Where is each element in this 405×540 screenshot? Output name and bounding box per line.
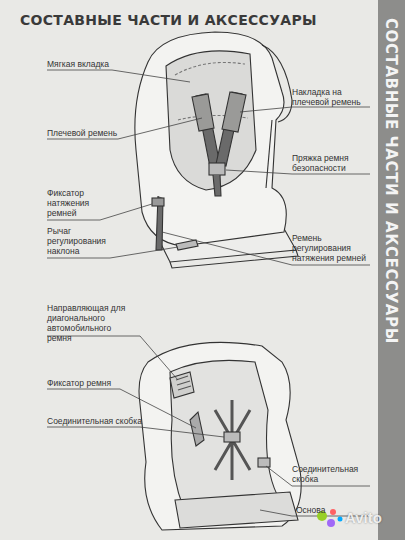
part-label: Ремень регулирования натяжения ремней (292, 233, 372, 263)
part-label: Мягкая вкладка (47, 59, 157, 69)
part-label: Пряжка ремня безопасности (292, 153, 364, 173)
part-label: Фиксатор ремня (47, 378, 157, 388)
tension-lock (152, 198, 164, 206)
logo-dot (338, 517, 343, 522)
crotch-strap (213, 175, 221, 196)
part-label: Направляющая для диагонального автомобил… (47, 303, 135, 343)
shell-inner (170, 360, 280, 512)
guide-ribs (176, 376, 191, 390)
belt-guide (170, 372, 194, 398)
leader-line (47, 389, 196, 428)
top-seat (135, 32, 298, 268)
connecting-clip (258, 458, 270, 467)
part-label: Накладка на плечевой ремень (292, 87, 364, 107)
leader-line (47, 70, 190, 82)
logo-dot (330, 509, 336, 515)
leader-line (47, 427, 224, 437)
part-label: Рычаг регулирования наклона (47, 226, 107, 256)
logo-dot (327, 519, 335, 527)
harness-webbing (215, 400, 250, 480)
connecting-clip (224, 432, 240, 442)
page-title: СОСТАВНЫЕ ЧАСТИ И АКСЕССУАРЫ (20, 12, 317, 28)
leader-line (240, 107, 370, 112)
buckle (209, 163, 225, 175)
part-label: Соединительная скобка (292, 464, 356, 484)
leader-line (47, 118, 202, 139)
band-text: СОСТАВНЫЕ ЧАСТИ И АКСЕССУАРЫ (382, 18, 400, 344)
seat-base-edge (170, 250, 298, 268)
side-band: СОСТАВНЫЕ ЧАСТИ И АКСЕССУАРЫ (378, 0, 405, 540)
side-edge (266, 120, 272, 188)
part-label: Соединительная скобка (47, 416, 157, 426)
recline-lever (176, 240, 198, 250)
shoulder-pad (192, 94, 214, 131)
part-label: Фиксатор натяжения ремней (47, 188, 99, 218)
belt-lock (190, 412, 204, 446)
leader-lines (47, 70, 370, 516)
head-wing (262, 45, 292, 122)
part-label: Плечевой ремень (47, 128, 157, 138)
base-frame (175, 492, 298, 528)
soft-insert (166, 51, 256, 190)
watermark: Avito (345, 510, 395, 526)
